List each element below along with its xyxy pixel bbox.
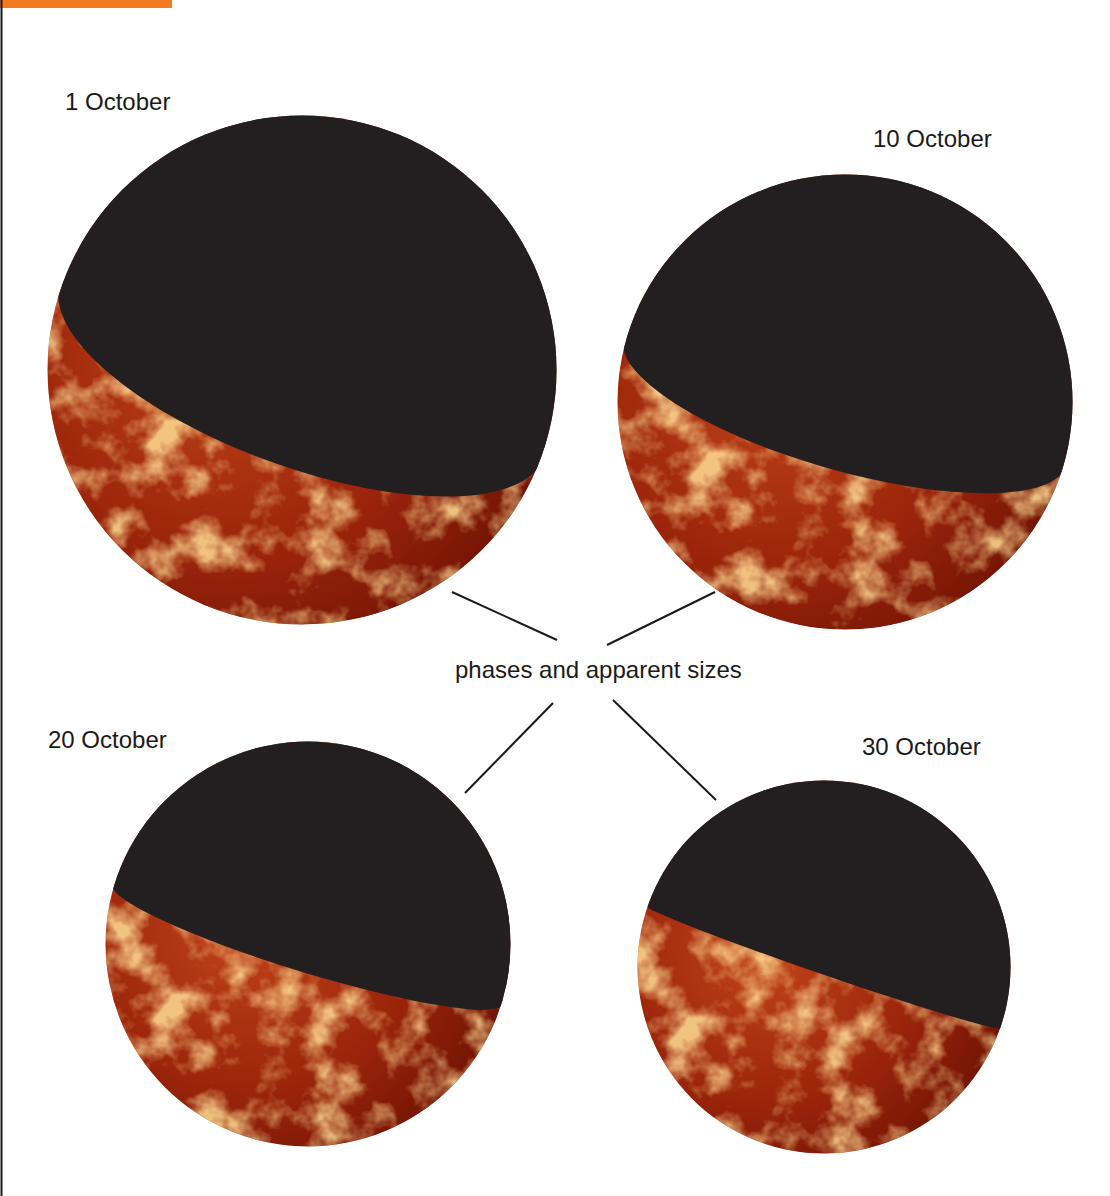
- date-label: 20 October: [48, 726, 167, 754]
- leader-line: [613, 700, 716, 800]
- venus-surface: [105, 741, 511, 1147]
- callout-label: phases and apparent sizes: [451, 656, 746, 684]
- night-side: [643, 780, 1011, 1036]
- leader-line: [465, 703, 553, 793]
- venus-surface: [47, 115, 557, 625]
- venus-disc: [637, 780, 1011, 1154]
- night-side: [617, 174, 1073, 531]
- planet-phase: 30 October: [637, 780, 1011, 1154]
- page-border: [1, 0, 3, 1196]
- planet-phase: 20 October: [105, 741, 511, 1147]
- planet-phase: 10 October: [617, 174, 1073, 630]
- date-label: 30 October: [862, 733, 981, 761]
- night-side: [47, 115, 557, 549]
- venus-surface: [617, 174, 1073, 630]
- venus-disc: [617, 174, 1073, 630]
- date-label: 10 October: [873, 125, 992, 153]
- date-label: 1 October: [65, 88, 170, 116]
- venus-disc: [47, 115, 557, 625]
- leader-line: [452, 592, 557, 640]
- header-bar: [0, 0, 172, 8]
- planet-phase: 1 October: [47, 115, 557, 625]
- venus-surface: [637, 780, 1011, 1154]
- night-side: [105, 741, 511, 1031]
- venus-disc: [105, 741, 511, 1147]
- leader-line: [607, 592, 715, 645]
